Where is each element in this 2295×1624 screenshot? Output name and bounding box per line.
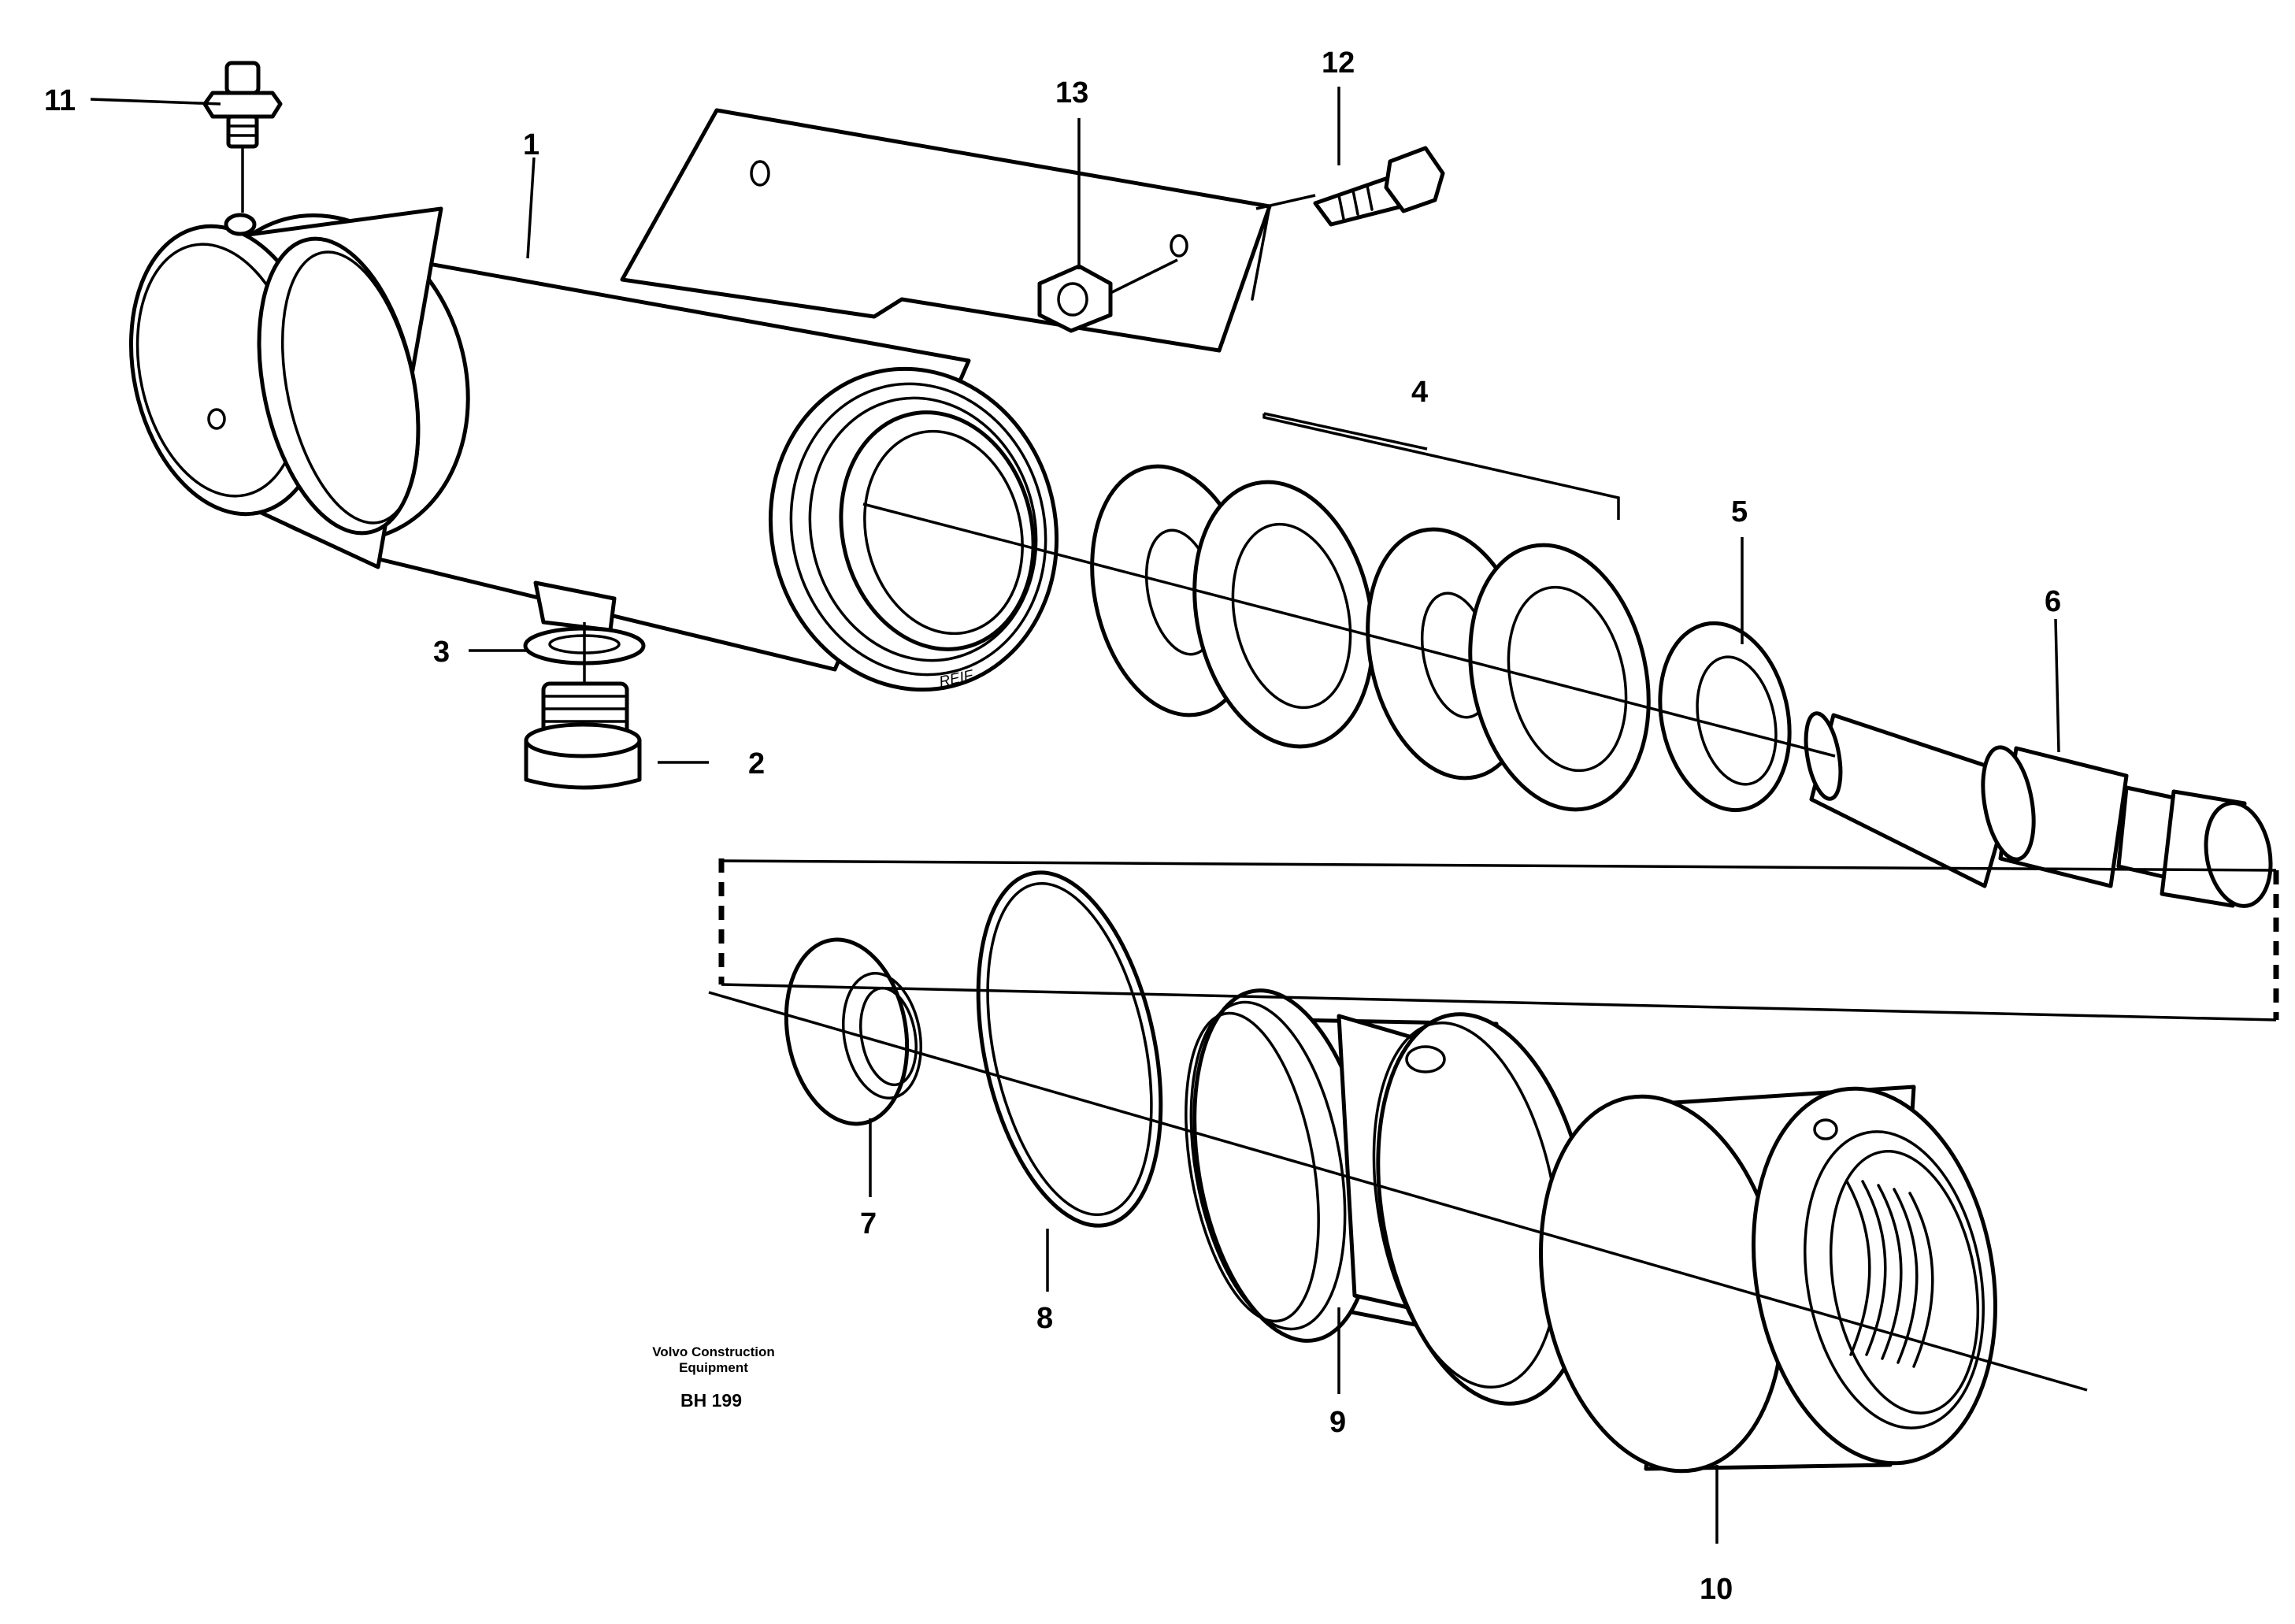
assembly-center-lines [708, 194, 2088, 1392]
callout-11: 11 [44, 84, 76, 117]
callout-3: 3 [433, 636, 450, 669]
callout-8: 8 [1036, 1302, 1053, 1335]
part-6-piston-rod[interactable] [1800, 710, 2278, 911]
callout-1: 1 [523, 128, 539, 161]
callout-4: 4 [1411, 376, 1428, 409]
part-12-bolt[interactable] [1313, 146, 1445, 227]
credit-line-1: Volvo Construction [652, 1344, 775, 1359]
drawing-code: BH 199 [680, 1390, 742, 1411]
part-7-rod-seal[interactable] [773, 930, 931, 1133]
credit-line-2: Equipment [679, 1360, 748, 1375]
part-2-threaded-plug[interactable] [524, 681, 642, 790]
callout-leaders [90, 87, 2060, 1544]
callout-2: 2 [748, 747, 765, 780]
callout-10: 10 [1700, 1573, 1733, 1606]
part-10-gland-nut[interactable] [1513, 1070, 2024, 1491]
callout-6: 6 [2045, 585, 2061, 618]
part-11-breather-nipple[interactable] [202, 61, 283, 213]
callout-12: 12 [1322, 46, 1355, 80]
part-4-seal-kit[interactable] [1070, 451, 1672, 826]
credit-block: Volvo Construction Equipment BH 199 [652, 1344, 775, 1411]
part-5-guide-ring[interactable] [1644, 611, 1806, 822]
callout-5: 5 [1731, 495, 1748, 528]
part-9-cylinder-head[interactable] [1165, 977, 1620, 1421]
callout-9: 9 [1329, 1406, 1346, 1439]
callout-labels: 1 2 3 4 5 6 7 8 9 10 11 12 13 [44, 46, 2061, 1606]
part-1-cylinder-tube[interactable]: REIF [106, 108, 1272, 720]
callout-7: 7 [860, 1207, 877, 1240]
rod-continuation-marker [718, 858, 2279, 1021]
part-8-o-ring[interactable] [949, 856, 1190, 1243]
callout-13: 13 [1055, 76, 1088, 109]
part-3-sealing-washer[interactable] [523, 622, 646, 685]
